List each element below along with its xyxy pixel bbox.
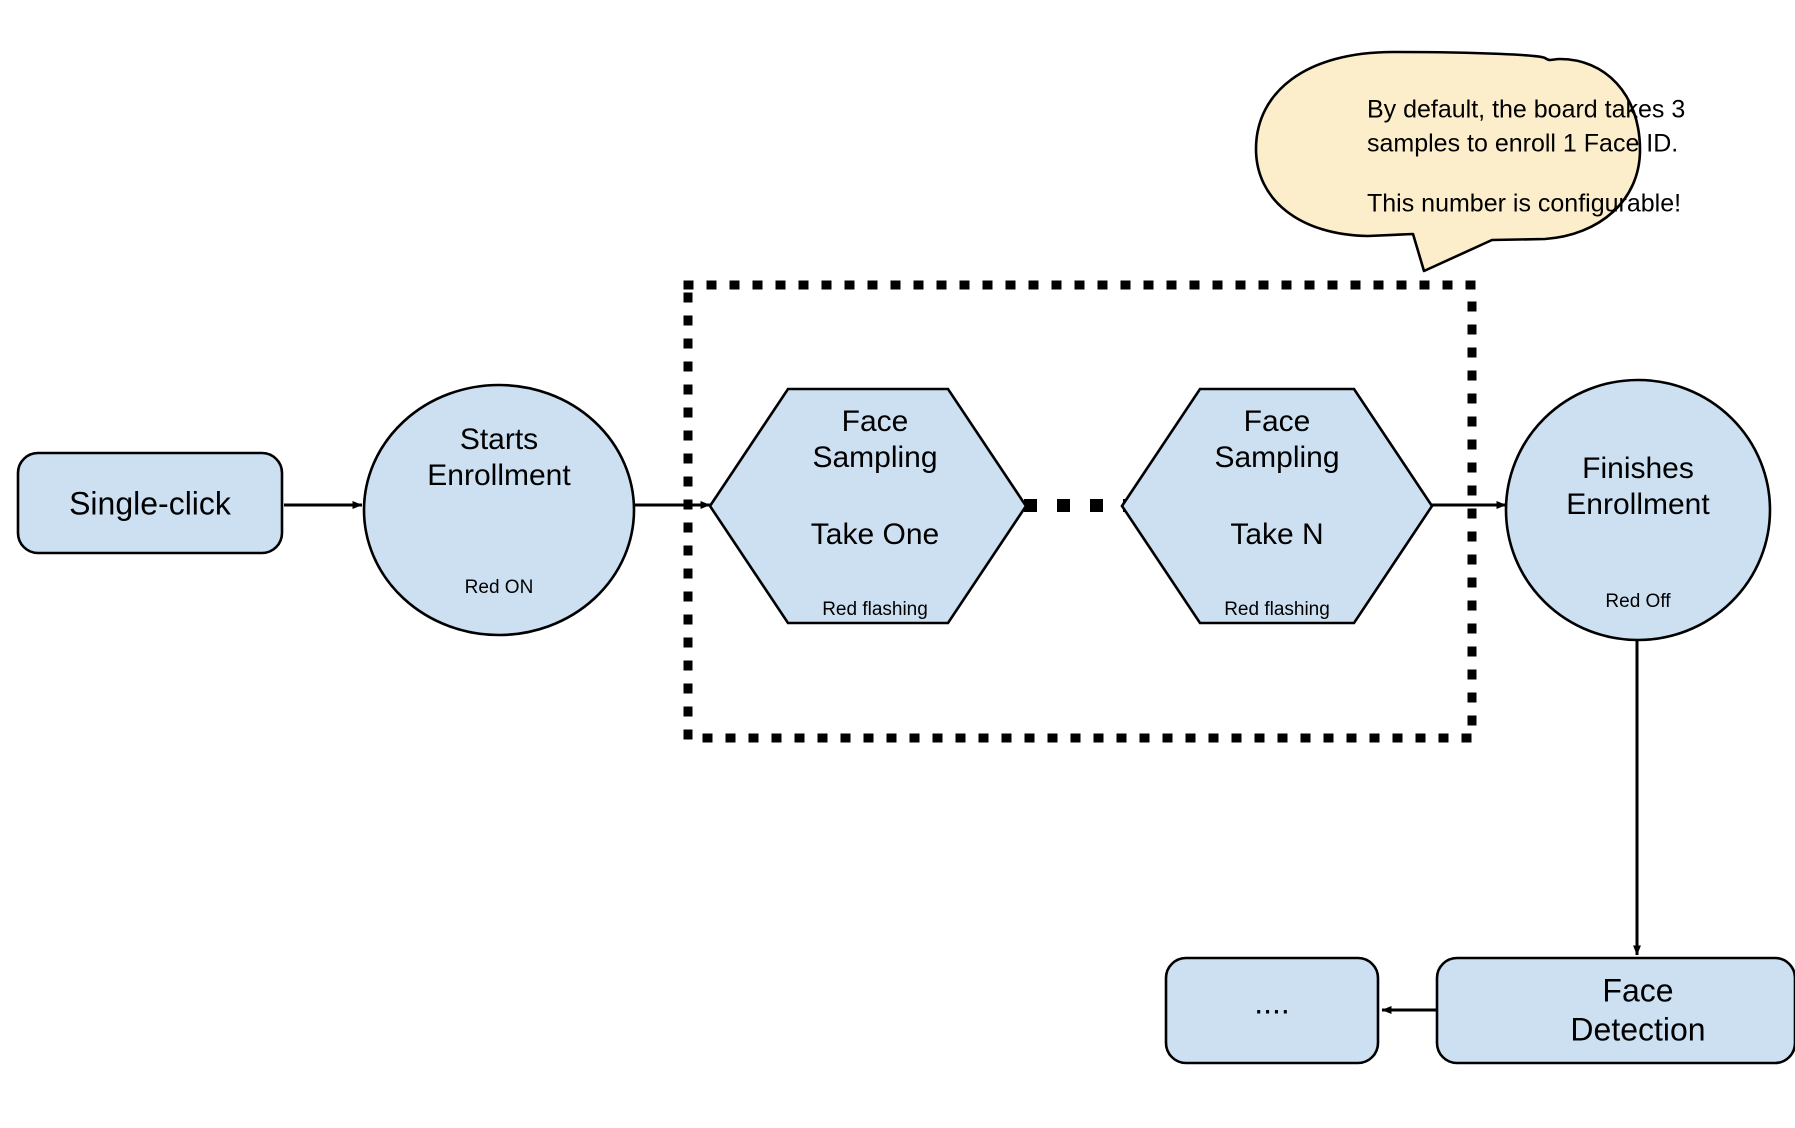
node-face-detection-label-line1: Face — [1602, 972, 1673, 1008]
callout-bubble: By default, the board takes 3 samples to… — [1254, 50, 1685, 273]
node-finishes-enrollment-status: Red Off — [1605, 591, 1671, 612]
node-starts-enrollment-label-line2: Enrollment — [427, 459, 571, 492]
node-face-detection[interactable]: Face Detection — [1435, 956, 1795, 1065]
node-starts-enrollment-label-line1: Starts — [460, 423, 538, 456]
callout-line-2: samples to enroll 1 Face ID. — [1367, 130, 1678, 158]
node-starts-enrollment[interactable]: Starts Enrollment Red ON — [362, 383, 636, 637]
node-face-detection-label-line2: Detection — [1570, 1011, 1705, 1047]
node-face-sampling-take-n[interactable]: Face Sampling Take N Red flashing — [1120, 387, 1434, 625]
sampling-ellipsis-dots — [1024, 499, 1136, 512]
node-take-n-label-line1: Face — [1244, 405, 1311, 438]
node-take-n-status: Red flashing — [1224, 599, 1330, 620]
node-finishes-enrollment-label-line2: Enrollment — [1566, 488, 1710, 521]
node-finishes-enrollment-label-line1: Finishes — [1582, 452, 1694, 485]
node-take-one-label-line2: Sampling — [812, 441, 937, 474]
node-finishes-enrollment[interactable]: Finishes Enrollment Red Off — [1504, 378, 1772, 642]
node-take-n-label-line3: Take N — [1230, 518, 1323, 551]
node-starts-enrollment-status: Red ON — [465, 577, 534, 598]
node-take-n-label-line2: Sampling — [1214, 441, 1339, 474]
node-single-click[interactable]: Single-click — [16, 451, 284, 555]
node-face-sampling-take-one[interactable]: Face Sampling Take One Red flashing — [708, 387, 1028, 625]
node-continuation-label: .... — [1254, 984, 1290, 1020]
callout-line-3: This number is configurable! — [1367, 190, 1681, 218]
callout-line-1: By default, the board takes 3 — [1367, 96, 1685, 124]
node-single-click-label: Single-click — [69, 485, 232, 521]
sampling-group-boundary — [683, 280, 1477, 743]
node-continuation[interactable]: .... — [1164, 956, 1380, 1065]
node-take-one-label-line3: Take One — [811, 518, 939, 551]
node-take-one-status: Red flashing — [822, 599, 928, 620]
node-take-one-label-line1: Face — [842, 405, 909, 438]
